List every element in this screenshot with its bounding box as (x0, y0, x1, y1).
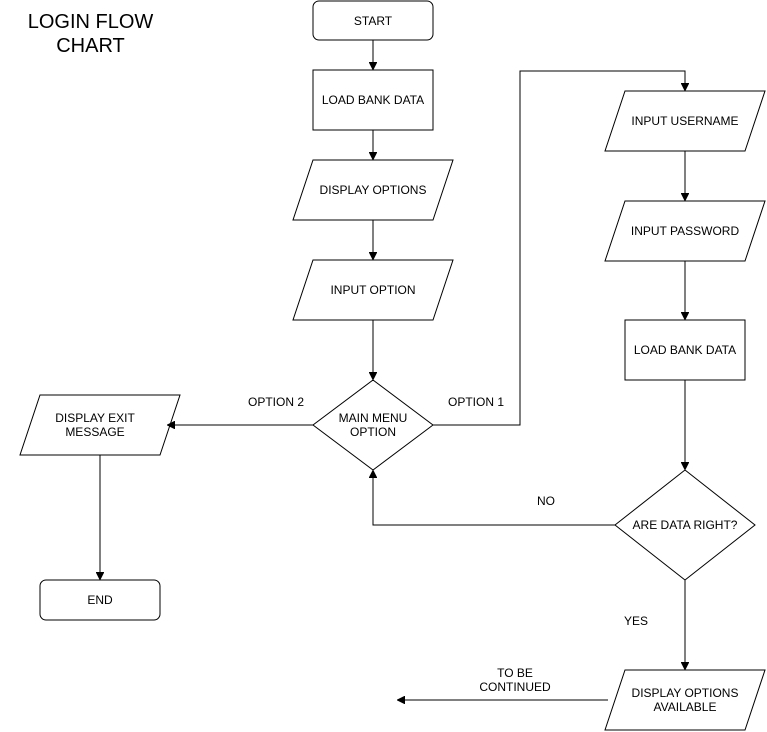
input-username-label: INPUT USERNAME (631, 114, 739, 128)
input-option-label: INPUT OPTION (330, 283, 416, 297)
input-option-node (292, 259, 454, 321)
main-menu-option-label: MAIN MENU OPTION (338, 411, 408, 439)
display-options-label: DISPLAY OPTIONS (319, 183, 427, 197)
load-bank-data-label-2: LOAD BANK DATA (633, 343, 737, 357)
load-bank-data-label-1: LOAD BANK DATA (321, 93, 425, 107)
display-options-node (292, 159, 454, 221)
yes-label: YES (623, 614, 648, 628)
edge-no-to-main-menu (373, 471, 615, 526)
start-label: START (353, 13, 393, 28)
are-data-right-label: ARE DATA RIGHT? (632, 518, 738, 532)
to-be-continued-label: TO BE CONTINUED (479, 666, 551, 694)
end-label: END (87, 593, 113, 607)
display-exit-message-label: DISPLAY EXIT MESSAGE (55, 411, 135, 439)
no-label: NO (537, 494, 555, 508)
main-menu-option-node (312, 379, 434, 471)
display-exit-message-node (19, 394, 181, 456)
load-bank-data-node-1 (312, 69, 434, 131)
input-password-label: INPUT PASSWORD (630, 224, 740, 238)
option-1-label: OPTION 1 (447, 395, 504, 409)
input-username-node (604, 90, 766, 152)
chart-title: LOGIN FLOW CHART (27, 11, 154, 57)
end-node (39, 579, 161, 621)
display-options-available-node (604, 669, 766, 731)
display-options-available-label: DISPLAY OPTIONS AVAILABLE (631, 686, 739, 714)
input-password-node (604, 200, 766, 262)
option-2-label: OPTION 2 (247, 395, 304, 409)
edge-main-menu-to-username (433, 70, 685, 426)
